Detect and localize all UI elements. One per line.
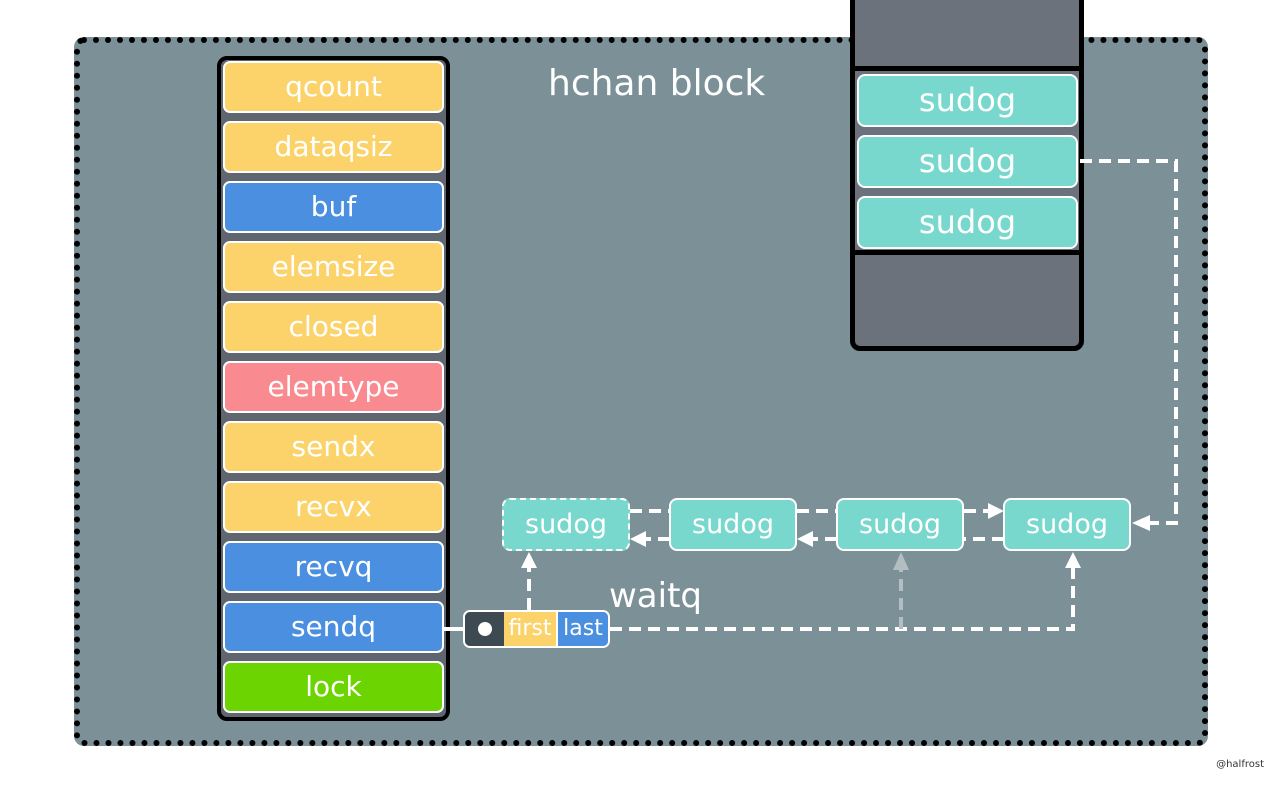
arrowhead-icon [630, 531, 646, 547]
field-sendx: sendx [223, 421, 444, 473]
arrowhead-icon [893, 552, 909, 570]
field-qcount: qcount [223, 61, 444, 113]
arrowhead-icon [1132, 515, 1150, 531]
field-elemsize: elemsize [223, 241, 444, 293]
pointer-dot-icon [478, 622, 492, 636]
arrowhead-icon [521, 552, 537, 568]
waitq-sudog: sudog [669, 498, 797, 551]
field-lock: lock [223, 661, 444, 713]
arrowhead-icon [988, 503, 1004, 519]
stack-divider [855, 250, 1079, 255]
waitq-label: waitq [609, 576, 703, 616]
stack-sudog-to-waitq-arrow [1080, 159, 1178, 525]
waitq-sudog: sudog [836, 498, 964, 551]
field-recvq: recvq [223, 541, 444, 593]
stack-sudog: sudog [857, 74, 1078, 127]
author-credit: @halfrost [1216, 759, 1264, 770]
arrowhead-icon [1065, 552, 1081, 568]
stack-sudog: sudog [857, 196, 1078, 249]
stack-sudog: sudog [857, 135, 1078, 188]
last-pointer-arrow [610, 568, 1075, 631]
arrowhead-icon [797, 531, 813, 547]
waitq-last: last [556, 612, 608, 646]
stack-divider [855, 66, 1079, 71]
waitq-struct: first last [463, 610, 610, 648]
field-buf: buf [223, 181, 444, 233]
field-elemtype: elemtype [223, 361, 444, 413]
field-closed: closed [223, 301, 444, 353]
field-dataqsiz: dataqsiz [223, 121, 444, 173]
waitq-sudog: sudog [502, 498, 630, 551]
hchan-block-label: hchan block [548, 63, 766, 104]
waitq-first: first [504, 612, 556, 646]
waitq-handle [465, 612, 504, 646]
field-sendq: sendq [223, 601, 444, 653]
waitq-sudog: sudog [1003, 498, 1131, 551]
field-recvx: recvx [223, 481, 444, 533]
